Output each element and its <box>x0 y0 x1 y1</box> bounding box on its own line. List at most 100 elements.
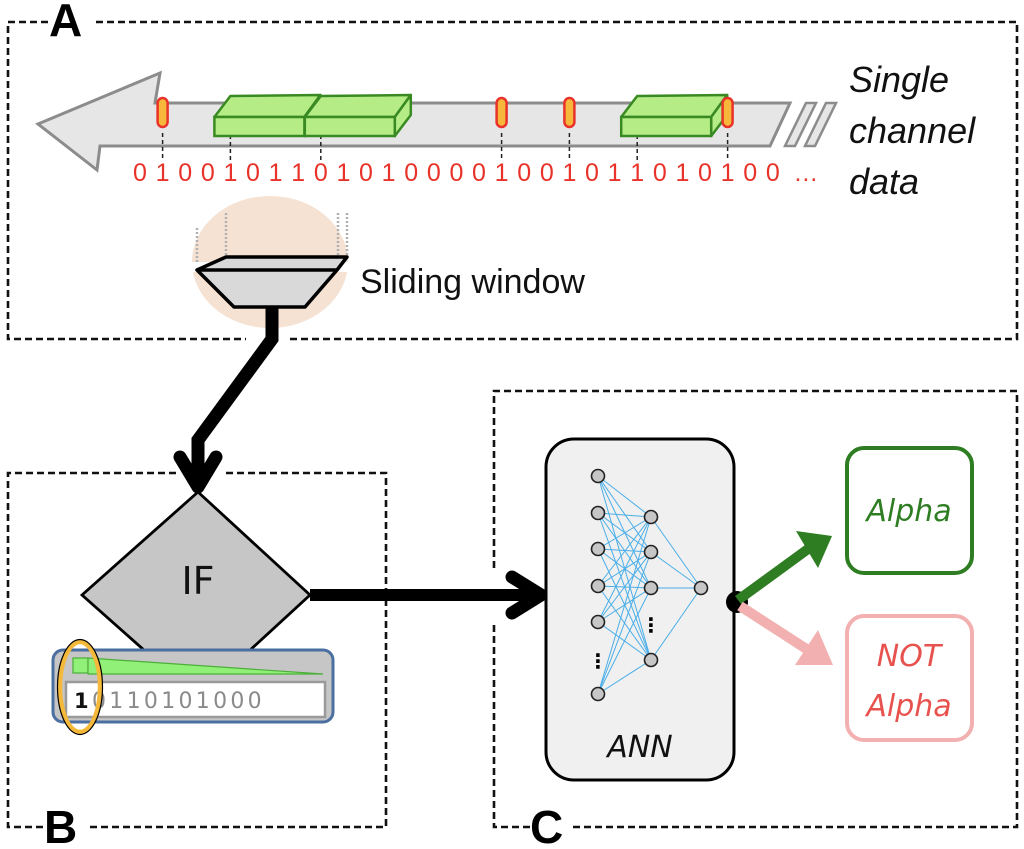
ann-hidden-node <box>643 509 659 525</box>
ann-connections <box>597 475 702 695</box>
data-stream-arrow <box>35 70 839 173</box>
not-alpha-arrow <box>737 601 811 655</box>
window-first-bit-highlight <box>72 657 89 674</box>
bit-digit: 1 <box>721 159 735 187</box>
hidden-layer-ellipsis: ⋮ <box>641 613 661 637</box>
alpha-arrowhead <box>796 531 832 568</box>
window-rest-bits: 0110101000 <box>92 689 265 714</box>
ann-input-node <box>590 505 606 521</box>
bit-digit: 0 <box>178 159 192 187</box>
arrowhead-down <box>173 450 223 494</box>
stream-break-mark <box>782 101 819 148</box>
input-layer-ellipsis: ⋮ <box>588 649 608 673</box>
panel-b: B IF 0110101000 1 <box>6 471 388 849</box>
ann-input-node <box>590 578 606 594</box>
bit-digit: 1 <box>156 159 170 187</box>
output-not-alpha-box <box>845 614 974 742</box>
ann-edge <box>650 587 702 661</box>
panel-c-frame <box>492 389 1019 829</box>
single-channel-label-line3: data <box>849 161 919 202</box>
ann-edge <box>597 475 652 553</box>
arrowhead-right <box>505 570 548 620</box>
window-buffer: 0110101000 1 <box>51 638 335 736</box>
output-alpha-box <box>845 446 974 575</box>
ann-edge <box>597 516 652 550</box>
first-bit-highlight-ellipse <box>57 639 103 735</box>
ann-edge <box>597 516 652 587</box>
output-not-alpha-line1: NOT <box>877 639 944 674</box>
bit-digit: 1 <box>630 159 644 187</box>
single-channel-label-line2: channel <box>849 110 976 151</box>
bit-digit: 1 <box>562 159 576 187</box>
ann-nodes <box>590 468 709 702</box>
ann-edge <box>597 587 652 695</box>
ann-edge <box>597 512 652 518</box>
window-decay-ramp <box>87 657 324 675</box>
sliding-window-label: Sliding window <box>360 263 585 301</box>
ann-input-node <box>590 468 606 484</box>
ann-edge <box>597 659 652 695</box>
burst-marker-top <box>213 93 322 119</box>
panel-c-label: C <box>530 801 563 849</box>
ann-hidden-node <box>643 544 659 560</box>
bit-digit: 0 <box>585 159 599 187</box>
panel-b-label: B <box>44 801 77 849</box>
burst-marker-top <box>619 93 729 119</box>
bit-digit: 1 <box>336 159 350 187</box>
bit-digit: 0 <box>517 159 531 187</box>
burst-marker <box>619 115 713 138</box>
panel-a-label: A <box>49 0 82 46</box>
ann-edge <box>597 516 652 695</box>
bit-digit: 0 <box>201 159 215 187</box>
ann-hidden-node <box>643 652 659 668</box>
alpha-arrow <box>735 544 811 605</box>
spike-marker <box>156 96 169 129</box>
ann-hidden-node <box>643 580 659 596</box>
ann-input-node <box>590 541 606 557</box>
panel-a-frame <box>6 20 1019 341</box>
bit-digit: 0 <box>766 159 780 187</box>
if-label: IF <box>181 559 214 603</box>
bit-digit: 1 <box>382 159 396 187</box>
bit-digit: 0 <box>133 159 147 187</box>
bit-digit: 1 <box>608 159 622 187</box>
spike-marker <box>563 96 576 129</box>
bit-digit: 0 <box>743 159 757 187</box>
event-markers <box>156 93 734 160</box>
ann-input-node <box>590 686 606 702</box>
spike-marker <box>495 96 508 129</box>
bit-stream-ellipsis: … <box>793 159 818 187</box>
bit-digit: 1 <box>495 159 509 187</box>
ann-edge <box>597 548 652 553</box>
ann-edge <box>597 475 652 518</box>
bit-digit: 0 <box>246 159 260 187</box>
single-channel-label-line1: Single <box>849 59 949 100</box>
ann-edge <box>650 516 702 589</box>
ann-edge <box>597 551 652 623</box>
bit-digit: 1 <box>223 159 237 187</box>
bit-digit: 0 <box>449 159 463 187</box>
bit-digit: 0 <box>472 159 486 187</box>
burst-marker <box>213 115 306 138</box>
ann-edge <box>650 551 702 589</box>
spike-marker <box>721 96 734 129</box>
ann-edge <box>597 551 652 695</box>
burst-marker <box>303 115 397 138</box>
bit-digit: 1 <box>291 159 305 187</box>
ann-input-node <box>590 614 606 630</box>
ann-output-node <box>693 580 709 596</box>
burst-marker-top <box>303 93 413 119</box>
ann-edge <box>597 516 652 623</box>
output-alpha-label: Alpha <box>864 494 951 529</box>
bit-digit: 0 <box>359 159 373 187</box>
bit-digit: 0 <box>314 159 328 187</box>
bit-digit: 1 <box>269 159 283 187</box>
window-first-bit: 1 <box>74 689 89 713</box>
panel-b-frame <box>6 471 388 829</box>
bit-digit: 0 <box>427 159 441 187</box>
bit-digit: 1 <box>675 159 689 187</box>
bit-digit: 0 <box>698 159 712 187</box>
